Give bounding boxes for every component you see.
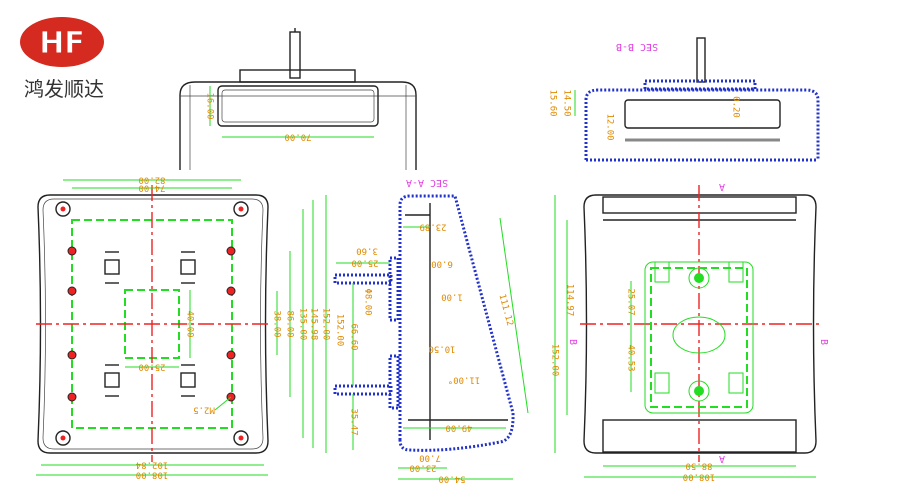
dim-23-89: 23.89: [419, 222, 446, 232]
company-name: 鸿发顺达: [24, 77, 104, 101]
dim-15-60: 15.60: [548, 89, 558, 116]
top-body: [583, 194, 817, 454]
cable-glands: [333, 273, 393, 396]
front-window: [217, 85, 379, 127]
dim-114-97: 114.97: [565, 284, 575, 317]
dim-135: 135.00: [298, 308, 308, 341]
marker-b-left: B: [567, 339, 578, 345]
dim-10-50: 10.50: [428, 344, 455, 354]
dim-108-top: 108.00: [683, 472, 716, 482]
dim-38: 38.00: [272, 310, 282, 337]
mount-plate: [239, 69, 356, 83]
thread-m2-5: M2.5: [193, 405, 215, 415]
dim-1: 1.00: [441, 292, 463, 302]
pcb-holes: [67, 246, 236, 402]
dim-0-20: 0.20: [731, 96, 741, 118]
dim-25: 25.00: [138, 362, 165, 372]
dim-88-50: 88.50: [685, 461, 712, 471]
dim-152-a: 152.00: [335, 314, 345, 347]
dim-35-47: 35.47: [349, 408, 359, 435]
dim-phi-8: Φ8.00: [363, 288, 373, 315]
bottom-view: 82.00 74.00 40.00 25.00 38.00 86.00 135.…: [36, 175, 331, 480]
section-a-label: SEC A-A: [406, 177, 448, 188]
top-view: A A B B 25.07 40.53 114.97 152.00 88.50 …: [550, 181, 830, 482]
section-b-label: SEC B-B: [616, 41, 658, 52]
section-b-b: SEC B-B 14.50 15.60 0.20 12.00: [548, 37, 820, 162]
dim-6: 6.00: [431, 259, 453, 269]
dim-23: 23.00: [409, 463, 436, 473]
logo: HF 鸿发顺达: [20, 17, 104, 101]
dim-11-deg: 11.00°: [448, 375, 481, 385]
logo-badge: [20, 17, 104, 67]
dim-102-84: 102.84: [136, 460, 169, 470]
section-b-wall: [584, 88, 820, 160]
section-a-wall: [398, 194, 515, 452]
marker-b-right: B: [818, 339, 829, 345]
dim-7: 7.00: [419, 453, 441, 463]
dim-152-top: 152.00: [550, 344, 560, 377]
mount-bracket: [644, 261, 754, 414]
dim-82: 82.00: [138, 175, 165, 185]
section-markers: A A B B: [567, 181, 829, 464]
dim-25-07: 25.07: [626, 288, 636, 315]
dim-152: 152.00: [321, 308, 331, 341]
dim-12: 12.00: [605, 113, 615, 140]
corner-screws: [55, 201, 249, 446]
bottom-body: [37, 194, 269, 454]
battery-clips: [104, 251, 196, 397]
front-view: 16.00 70.00: [179, 28, 417, 170]
dim-70: 70.00: [284, 132, 311, 142]
dim-74: 74.00: [138, 183, 165, 193]
marker-a-bottom: A: [719, 453, 725, 464]
dim-40: 40.00: [185, 310, 195, 337]
dim-40-53: 40.53: [626, 344, 636, 371]
dim-14-50: 14.50: [562, 89, 572, 116]
dim-25-a: 25.00: [351, 258, 378, 268]
dim-49: 49.00: [445, 423, 472, 433]
dim-66-60: 66.60: [349, 323, 359, 350]
marker-a-top: A: [719, 181, 725, 192]
front-body: [179, 81, 417, 170]
dim-54: 54.00: [438, 474, 465, 484]
cable-gland: [289, 31, 301, 79]
logo-text: HF: [39, 26, 85, 61]
dim-145-98: 145.98: [309, 308, 319, 341]
section-a-a: SEC A-A 23.89 3.60 25.00 6.00 Φ8.00 1.00…: [333, 177, 529, 484]
dim-3-60: 3.60: [356, 246, 378, 256]
dim-108: 108.00: [136, 470, 169, 480]
dim-86: 86.00: [285, 310, 295, 337]
dim-16: 16.00: [205, 92, 215, 119]
